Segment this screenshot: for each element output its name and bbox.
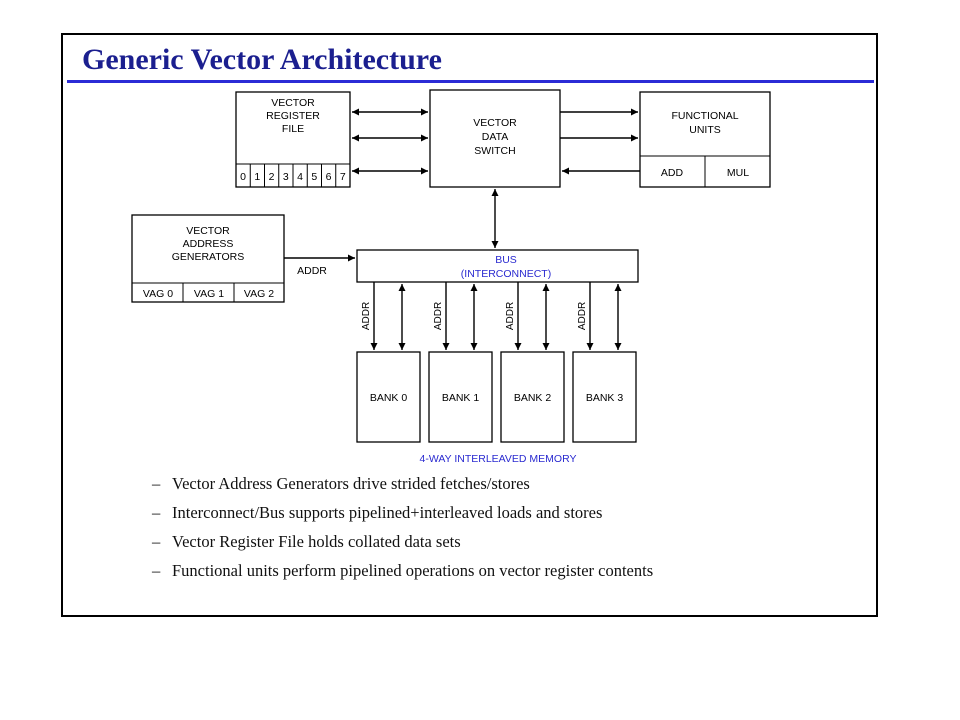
- bullet-dash: –: [152, 503, 161, 522]
- vag-title-line: GENERATORS: [172, 251, 245, 263]
- bus-interconnect: BUS (INTERCONNECT): [356, 249, 639, 283]
- switch-title-line: SWITCH: [474, 145, 515, 157]
- vector-data-switch: VECTOR DATA SWITCH: [429, 89, 561, 188]
- switch-title-line: DATA: [482, 131, 508, 143]
- vector-address-generators: VECTOR ADDRESS GENERATORS VAG 0 VAG 1 VA…: [131, 214, 285, 303]
- register-cell-label: 0: [240, 171, 246, 183]
- bullet-item: –Vector Address Generators drive strided…: [152, 469, 653, 498]
- bus-interconnect-box: [356, 249, 639, 283]
- vrf-title-line: VECTOR: [271, 97, 315, 109]
- fu-unit-add: ADD: [661, 167, 684, 179]
- bullet-list: –Vector Address Generators drive strided…: [152, 469, 653, 585]
- vag-addr-label: ADDR: [297, 265, 327, 277]
- memory-caption: 4-WAY INTERLEAVED MEMORY: [420, 453, 577, 465]
- vag-unit-2: VAG 2: [244, 288, 274, 300]
- register-cell-label: 2: [269, 171, 275, 183]
- fu-title-line: FUNCTIONAL: [671, 110, 738, 122]
- bullet-dash: –: [152, 561, 161, 580]
- bullet-item: –Functional units perform pipelined oper…: [152, 556, 653, 585]
- bus-sub-label: (INTERCONNECT): [461, 268, 551, 280]
- memory-bank-label: BANK 2: [514, 392, 552, 404]
- bullet-text: Functional units perform pipelined opera…: [172, 561, 654, 580]
- register-cell-label: 1: [254, 171, 260, 183]
- bullet-dash: –: [152, 474, 161, 493]
- memory-banks: BANK 0 ADDR BANK 1 ADDR BANK 2 ADDR BANK 3 ADDR: [356, 282, 637, 443]
- bank-addr-label: ADDR: [361, 302, 372, 330]
- fu-unit-mul: MUL: [727, 167, 749, 179]
- connection-arrows: ADDR: [284, 108, 640, 277]
- bullet-dash: –: [152, 532, 161, 551]
- bank-addr-label: ADDR: [505, 302, 516, 330]
- register-cell-label: 6: [326, 171, 332, 183]
- vrf-title-line: REGISTER: [266, 110, 320, 122]
- memory-bank-box: [500, 351, 565, 443]
- slide-title: Generic Vector Architecture: [82, 43, 442, 76]
- vag-unit-0: VAG 0: [143, 288, 173, 300]
- register-cell-label: 5: [311, 171, 317, 183]
- fu-title-line: UNITS: [689, 124, 721, 136]
- bullet-item: –Vector Register File holds collated dat…: [152, 527, 653, 556]
- bullet-text: Vector Register File holds collated data…: [172, 532, 461, 551]
- bullet-item: –Interconnect/Bus supports pipelined+int…: [152, 498, 653, 527]
- memory-bank-box: [356, 351, 421, 443]
- vector-address-generators-box: [131, 214, 285, 303]
- memory-bank-label: BANK 3: [586, 392, 624, 404]
- register-cell-label: 3: [283, 171, 289, 183]
- vrf-title-line: FILE: [282, 123, 304, 135]
- vag-title-line: VECTOR: [186, 225, 230, 237]
- vag-unit-1: VAG 1: [194, 288, 224, 300]
- bank-addr-label: ADDR: [433, 302, 444, 330]
- memory-bank-box: [428, 351, 493, 443]
- memory-bank-label: BANK 1: [442, 392, 480, 404]
- bank-addr-label: ADDR: [577, 302, 588, 330]
- register-cell-label: 7: [340, 171, 346, 183]
- switch-title-line: VECTOR: [473, 117, 517, 129]
- bullet-text: Vector Address Generators drive strided …: [172, 474, 530, 493]
- memory-bank-box: [572, 351, 637, 443]
- register-cell-label: 4: [297, 171, 303, 183]
- vag-title-line: ADDRESS: [183, 238, 234, 250]
- bus-label: BUS: [495, 254, 517, 266]
- memory-bank-label: BANK 0: [370, 392, 408, 404]
- bullet-text: Interconnect/Bus supports pipelined+inte…: [172, 503, 603, 522]
- title-underline: [67, 80, 874, 83]
- slide: Generic Vector Architecture VECTOR REGIS…: [61, 33, 878, 617]
- functional-units: FUNCTIONAL UNITS ADD MUL: [639, 91, 771, 188]
